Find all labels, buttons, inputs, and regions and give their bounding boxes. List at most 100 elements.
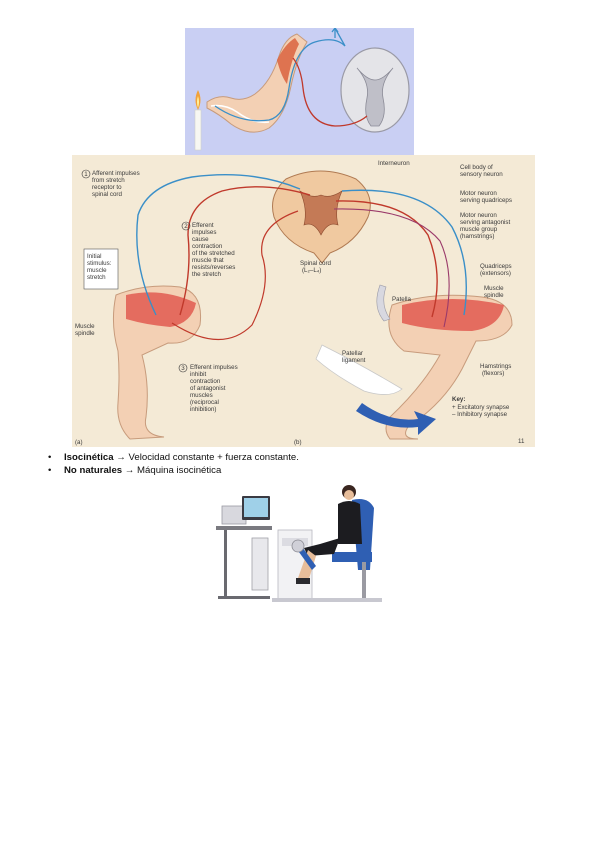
label-motor-ant-1: Motor neuron [460, 212, 497, 219]
withdrawal-reflex-illustration [194, 28, 410, 151]
candle [194, 109, 202, 151]
label-muscle-spindle-left-1: Muscle [75, 323, 95, 330]
efferent-pathway-left [179, 186, 311, 316]
label-inhibit-5: muscles [190, 392, 213, 399]
label-efferent-2: impulses [192, 229, 216, 236]
bullet-dot: • [48, 452, 52, 463]
label-muscle-spindle-right-2: spindle [484, 292, 504, 299]
bullet-list: • Isocinética → Velocidad constante + fu… [44, 452, 299, 477]
label-efferent-4: contraction [192, 243, 223, 250]
reflex-hammer [376, 284, 391, 322]
arm-bone [210, 104, 270, 124]
efferent-nerve [292, 57, 368, 127]
label-efferent-3: cause [192, 236, 209, 243]
initial-stimulus-box [83, 248, 119, 290]
step-1-circle [81, 169, 91, 179]
left-quadriceps [126, 292, 196, 327]
list-item: • No naturales → Máquina isocinética [44, 465, 299, 478]
label-efferent-7: resists/reverses [192, 264, 235, 271]
computer-tower [251, 537, 269, 591]
stretch-reflex-illustration: 1 2 3 Afferent impulses from stretch rec… [75, 160, 525, 446]
label-stimulus-3: muscle [87, 267, 107, 274]
chair-seat [332, 552, 372, 562]
efferent-pathway-right [335, 200, 438, 318]
label-afferent-3: receptor to [92, 184, 122, 191]
afferent-pathway-right [341, 189, 467, 316]
ascending-arrowhead [331, 28, 339, 33]
afferent-pathway-left [136, 174, 301, 316]
label-muscle-spindle-left-2: spindle [75, 330, 95, 337]
label-efferent-5: of the stretched [192, 250, 235, 257]
withdrawal-reflex-figure [185, 28, 414, 156]
label-motor-ant-3: muscle group [460, 226, 498, 233]
label-interneuron: Interneuron [378, 160, 410, 167]
label-patellar-ligament-2: ligament [342, 357, 366, 364]
step-1-number: 1 [84, 171, 88, 178]
label-afferent-4: spinal cord [92, 191, 122, 198]
label-motor-ant-4: (hamstrings) [460, 233, 494, 240]
isokinetic-machine-photo [212, 478, 388, 608]
person-leg [298, 550, 316, 582]
label-quadriceps-2: (extensors) [480, 270, 511, 277]
label-cell-body-1: Cell body of [460, 164, 493, 171]
bullet-dot: • [48, 464, 52, 476]
label-spinal-cord-1: Spinal cord [300, 260, 332, 267]
person-shoe [296, 578, 310, 584]
bullet-text: Máquina isocinética [134, 464, 222, 476]
label-efferent-1: Efferent [192, 222, 214, 229]
label-inhibit-4: of antagonist [190, 385, 226, 392]
label-muscle-spindle-right-1: Muscle [484, 285, 504, 292]
figure-page-number: 11 [518, 438, 525, 445]
dynamometer-axis [291, 539, 305, 553]
spinal-gray-matter [299, 190, 343, 236]
person-torso [338, 501, 362, 544]
label-spinal-cord-2: (L₂–L₄) [302, 267, 321, 274]
lower-leg-motion [315, 344, 403, 395]
label-motor-ant-2: serving antagonist [460, 219, 510, 226]
bullet-text: Velocidad constante + fuerza constante. [125, 452, 299, 463]
arrow-icon: → [116, 452, 126, 463]
right-quadriceps [402, 299, 504, 331]
label-inhibit-2: inhibit [190, 371, 206, 378]
label-efferent-6: muscle that [192, 257, 224, 264]
afferent-nerve [214, 28, 346, 122]
step-2-circle [181, 221, 191, 231]
label-inhibit-6: (reciprocal [190, 399, 219, 406]
cart-shelf [216, 526, 272, 530]
label-inhibit-3: contraction [190, 378, 221, 385]
candle-flame-core [197, 96, 199, 108]
label-panel-b: (b) [294, 439, 302, 446]
label-patellar-ligament-1: Patellar [342, 350, 363, 357]
label-key-excitatory: + Excitatory synapse [452, 404, 510, 411]
label-afferent-2: from stretch [92, 177, 125, 184]
label-key-inhibitory: – Inhibitory synapse [452, 411, 508, 418]
bullet-term: No naturales [64, 464, 123, 476]
biceps-muscle [277, 38, 299, 84]
chair-post [362, 562, 366, 598]
antagonist-pathway-right [333, 208, 450, 328]
step-3-circle [178, 363, 188, 373]
arrow-icon: → [124, 464, 135, 476]
label-hamstrings-2: (flexors) [482, 370, 504, 377]
kick-arrow [356, 403, 436, 435]
label-stimulus-4: stretch [87, 274, 106, 281]
label-panel-a: (a) [75, 439, 83, 446]
label-patella: Patella [392, 296, 411, 303]
inhibitory-pathway-left [171, 210, 299, 341]
bullet-term: Isocinética [64, 452, 114, 463]
monitor-screen [244, 498, 268, 517]
label-motor-quad-2: serving quadriceps [460, 197, 512, 204]
step-2-number: 2 [184, 223, 188, 230]
label-inhibit-1: Efferent impulses [190, 364, 238, 371]
person-thigh [304, 538, 340, 556]
person-face [344, 490, 354, 500]
label-stimulus-2: stimulus: [87, 260, 112, 267]
gray-matter [356, 67, 394, 127]
label-afferent-1: Afferent impulses [92, 170, 140, 177]
step-3-number: 3 [181, 365, 185, 372]
label-inhibit-7: inhibition) [190, 406, 216, 413]
label-hamstrings-1: Hamstrings [480, 363, 511, 370]
cart-base [218, 596, 270, 599]
label-stimulus-1: Initial [87, 253, 101, 260]
stretch-reflex-figure: 1 2 3 Afferent impulses from stretch rec… [72, 155, 535, 447]
